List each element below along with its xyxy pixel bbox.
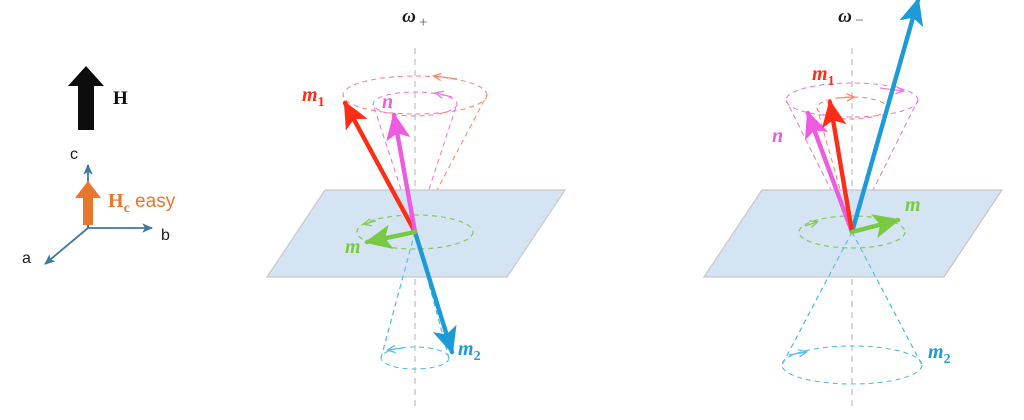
magenta-cone-edge-right-minus [851,99,919,233]
hc-arrow-glyph [75,181,101,225]
green-rotation-arrow-minus [804,220,820,229]
label-m-minus: m [905,194,921,216]
omega-minus-symbol: ω [838,6,852,27]
hc-easy-label: Hc easy [108,190,176,216]
vector-n-plus [386,112,418,235]
label-m2-plus: m2 [458,338,481,364]
green-circle-ellipse-minus [798,215,906,249]
blue-rotation-arrow [385,344,404,354]
label-m2-minus-main: m [928,341,944,363]
label-m-plus: m [345,236,361,258]
magenta-rotation-arrow [433,90,453,99]
label-m1-minus: m1 [812,63,835,89]
panel-omega-plus-title: ω + [402,6,427,31]
label-m1-plus: m1 [302,84,325,110]
blue-cone-edge-left-front [380,231,416,359]
vector-m-minus [849,214,901,239]
axis-label-a: a [22,250,31,267]
blue-rotation-arrow-minus [788,349,809,358]
magenta-cone-ellipse [372,91,458,117]
axis-label-b: b [161,227,170,244]
panel-omega-plus: ω + [265,6,567,408]
vector-n-minus [804,110,855,235]
label-m1-minus-main: m [812,63,828,85]
label-n-plus: n [382,91,393,113]
green-precession-circle-minus [798,215,906,249]
label-m1-minus-sub: 1 [828,74,835,89]
blue-cone-edge-left-front-minus [781,231,853,366]
label-n-minus: n [772,125,783,147]
easy-axis-arrow: Hc easy [75,181,176,225]
hc-label-main: H [108,190,124,212]
label-m1-plus-sub: 1 [318,95,325,110]
omega-plus-symbol: ω [402,6,416,27]
label-m2-plus-main: m [458,338,474,360]
panel-omega-minus-title: ω − [838,6,863,29]
vector-m-plus [364,224,418,250]
green-rotation-arrow [361,218,377,227]
label-m1-plus-main: m [302,84,318,106]
h-arrow-glyph [68,66,104,130]
hc-label-sub: c [124,201,130,216]
label-m2-minus-sub: 2 [944,352,951,367]
h-arrow-label: H [113,88,128,109]
vector-m2-plus [412,229,457,355]
coordinate-legend-panel: H c b a Hc easy [22,66,176,267]
green-precession-circle-plus [356,214,474,250]
red-rotation-arrow [431,72,458,82]
label-m2-plus-sub: 2 [474,349,481,364]
vector-m1-minus [821,99,855,235]
omega-minus-subscript: − [855,13,864,29]
label-m2-minus: m2 [928,341,951,367]
omega-plus-subscript: + [419,15,428,31]
applied-field-arrow: H [68,66,128,130]
blue-cone-edge-right-front-minus [851,231,923,366]
blue-cone-ellipse-minus [781,345,923,385]
magenta-cone-ellipse-minus [785,82,919,118]
vector-m1-plus [342,100,418,235]
green-circle-ellipse [356,214,474,250]
a-axis-line [44,227,89,265]
red-rotation-arrow-minus [836,93,857,102]
vector-m2-minus [849,0,924,235]
red-cone-edge-right [414,94,488,233]
magenta-cone-edge-left-minus [785,99,853,233]
panel-omega-minus: ω − [702,0,1004,408]
hc-label-tail: easy [130,191,176,212]
axis-label-c: c [70,146,78,163]
